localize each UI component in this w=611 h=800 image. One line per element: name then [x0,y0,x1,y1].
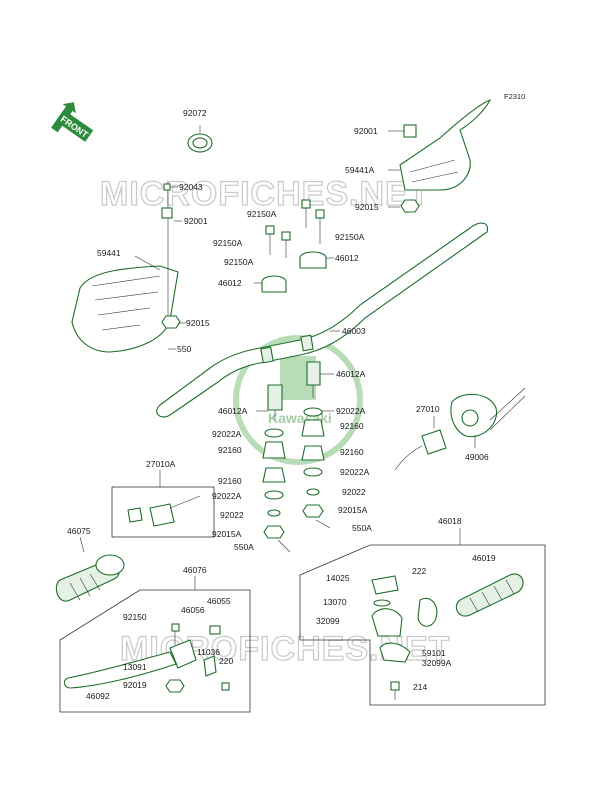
label-46012-right: 46012 [335,253,359,263]
grip-46075 [55,554,125,602]
label-92015A-r: 92015A [338,505,368,515]
label-92022A-r1: 92022A [336,406,366,416]
clip-92072 [187,133,213,153]
lever-bracket-11036 [165,623,230,693]
clutch-assembly-46018 [371,575,438,700]
label-46019: 46019 [472,553,496,563]
label-92001-right: 92001 [354,126,378,136]
label-14025: 14025 [326,573,350,583]
part-labels: 92072 92043 92001 59441 92015 550 92150A… [67,108,496,701]
label-46092: 46092 [86,691,110,701]
label-46018: 46018 [438,516,462,526]
switch-27010 [394,429,447,471]
label-92015A-l: 92015A [212,529,242,539]
label-32099A: 32099A [422,658,452,668]
label-92160-l2: 92160 [218,476,242,486]
bolts-92150A [265,199,325,258]
label-92015-right: 92015 [355,202,379,212]
box-46018 [299,544,546,706]
label-13070: 13070 [323,597,347,607]
lower-clamp-right-stack [301,361,331,529]
upper-clamp-left [261,275,287,293]
label-92150A-1: 92150A [247,209,277,219]
label-92015-left: 92015 [186,318,210,328]
label-92150A-4: 92150A [224,257,254,267]
label-92022A-l1: 92022A [212,429,242,439]
label-92160-l1: 92160 [218,445,242,455]
label-550A-l: 550A [234,542,254,552]
label-92150A-3: 92150A [335,232,365,242]
label-92150: 92150 [123,612,147,622]
label-92160-r2: 92160 [340,447,364,457]
label-92150A-2: 92150A [213,238,243,248]
label-222: 222 [412,566,426,576]
handguard-59441 [71,182,181,353]
throttle-housing-49006 [450,387,526,438]
label-46012A-right: 46012A [336,369,366,379]
label-92072: 92072 [183,108,207,118]
lower-clamp-left-stack [262,384,291,553]
label-46012-left: 46012 [218,278,242,288]
label-92043: 92043 [179,182,203,192]
label-11036: 11036 [197,647,220,657]
label-59441: 59441 [97,248,121,258]
label-49006: 49006 [465,452,489,462]
switch-27010A [127,495,201,527]
label-92160-r1: 92160 [340,421,364,431]
label-92022-r: 92022 [342,487,366,497]
label-92001-left: 92001 [184,216,208,226]
label-32099: 32099 [316,616,340,626]
label-46003: 46003 [342,326,366,336]
box-27010A [111,486,215,538]
label-13091: 13091 [123,662,147,672]
handguard-59441A [399,98,492,213]
label-27010A: 27010A [146,459,176,469]
label-46056: 46056 [181,605,205,615]
label-92022A-r2: 92022A [340,467,370,477]
label-92022A-l2: 92022A [212,491,242,501]
label-27010: 27010 [416,404,440,414]
label-46076: 46076 [183,565,207,575]
label-220: 220 [219,656,233,666]
grip-46019 [455,573,524,617]
label-550: 550 [177,344,191,354]
handlebar-46003 [156,222,489,418]
label-214: 214 [413,682,427,692]
label-550A-r: 550A [352,523,372,533]
figure-ref: F2310 [504,92,525,101]
upper-clamp-right [299,251,327,269]
label-46012A-left: 46012A [218,406,248,416]
label-46055: 46055 [207,596,231,606]
label-92019: 92019 [123,680,147,690]
box-46076 [59,589,251,713]
front-badge: FRONT [51,102,94,142]
watermark-top: MICROFICHES.NET [100,175,430,213]
leader-lines [79,125,476,590]
label-46075: 46075 [67,526,91,536]
label-59101: 59101 [422,648,446,658]
label-59441A: 59441A [345,165,375,175]
label-92022-l: 92022 [220,510,244,520]
lever-46092 [63,651,177,689]
